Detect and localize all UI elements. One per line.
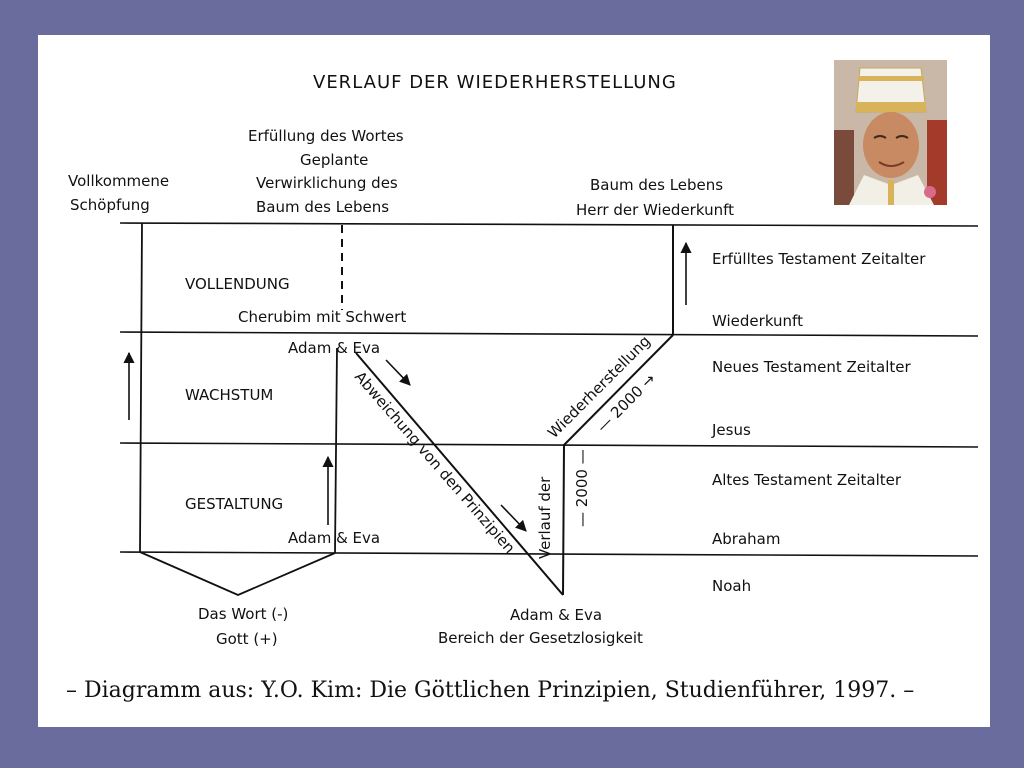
label-adam-eva-upper: Adam & Eva (288, 339, 380, 357)
label-gott: Gott (+) (216, 630, 278, 648)
label-geplante: Geplante (300, 151, 368, 169)
restoration-upper-diagonal (563, 334, 674, 446)
label-abraham: Abraham (712, 530, 780, 548)
portrait-photo (834, 60, 947, 205)
restoration-diagonal-line (562, 444, 565, 596)
level-line-abraham (119, 551, 979, 557)
label-adam-eva-bottom: Adam & Eva (510, 606, 602, 624)
diagram-title: VERLAUF DER WIEDERHERSTELLUNG (313, 72, 677, 93)
label-vollkommene: Vollkommene (68, 172, 169, 190)
label-verwirklichung: Verwirklichung des (256, 174, 398, 192)
slide: VERLAUF DER WIEDERHERSTELLUNG Vollkommen… (38, 35, 990, 727)
left-vertical-line (139, 222, 143, 553)
level-line-top (119, 222, 979, 227)
label-erfuellung: Erfüllung des Wortes (248, 127, 404, 145)
stage-wachstum: WACHSTUM (185, 386, 273, 404)
label-noah: Noah (712, 577, 751, 595)
adam-eva-vertical-line (334, 347, 338, 554)
label-baum-des-lebens-right: Baum des Lebens (590, 176, 723, 194)
restoration-diagram: VERLAUF DER WIEDERHERSTELLUNG Vollkommen… (68, 72, 979, 648)
label-adam-eva-lower: Adam & Eva (288, 529, 380, 547)
figure-caption: – Diagramm aus: Y.O. Kim: Die Göttlichen… (66, 678, 915, 703)
word-god-wedge (139, 551, 336, 596)
label-neues-testament: Neues Testament Zeitalter (712, 358, 912, 376)
label-verlauf-2000: — 2000 — (573, 449, 591, 527)
label-wiederkunft: Wiederkunft (712, 312, 803, 330)
stage-gestaltung: GESTALTUNG (185, 495, 283, 513)
level-line-jesus (119, 442, 979, 448)
down-arrow-deviation-1 (385, 359, 411, 386)
down-arrow-deviation-2 (500, 504, 527, 532)
deviation-line (355, 352, 564, 596)
level-line-wiederkunft (119, 331, 979, 337)
label-altes-testament: Altes Testament Zeitalter (712, 471, 902, 489)
label-baum-des-lebens-left: Baum des Lebens (256, 198, 389, 216)
label-das-wort: Das Wort (-) (198, 605, 288, 623)
label-verlauf-der: Verlauf der (536, 476, 554, 559)
label-bereich-gesetzlosigkeit: Bereich der Gesetzlosigkeit (438, 629, 643, 647)
label-erfuelltes-testament: Erfülltes Testament Zeitalter (712, 250, 926, 268)
label-jesus: Jesus (711, 421, 751, 439)
label-cherubim: Cherubim mit Schwert (238, 308, 406, 326)
label-schoepfung: Schöpfung (70, 196, 150, 214)
label-herr-der-wiederkunft: Herr der Wiederkunft (576, 201, 734, 219)
stage-vollendung: VOLLENDUNG (185, 275, 290, 293)
